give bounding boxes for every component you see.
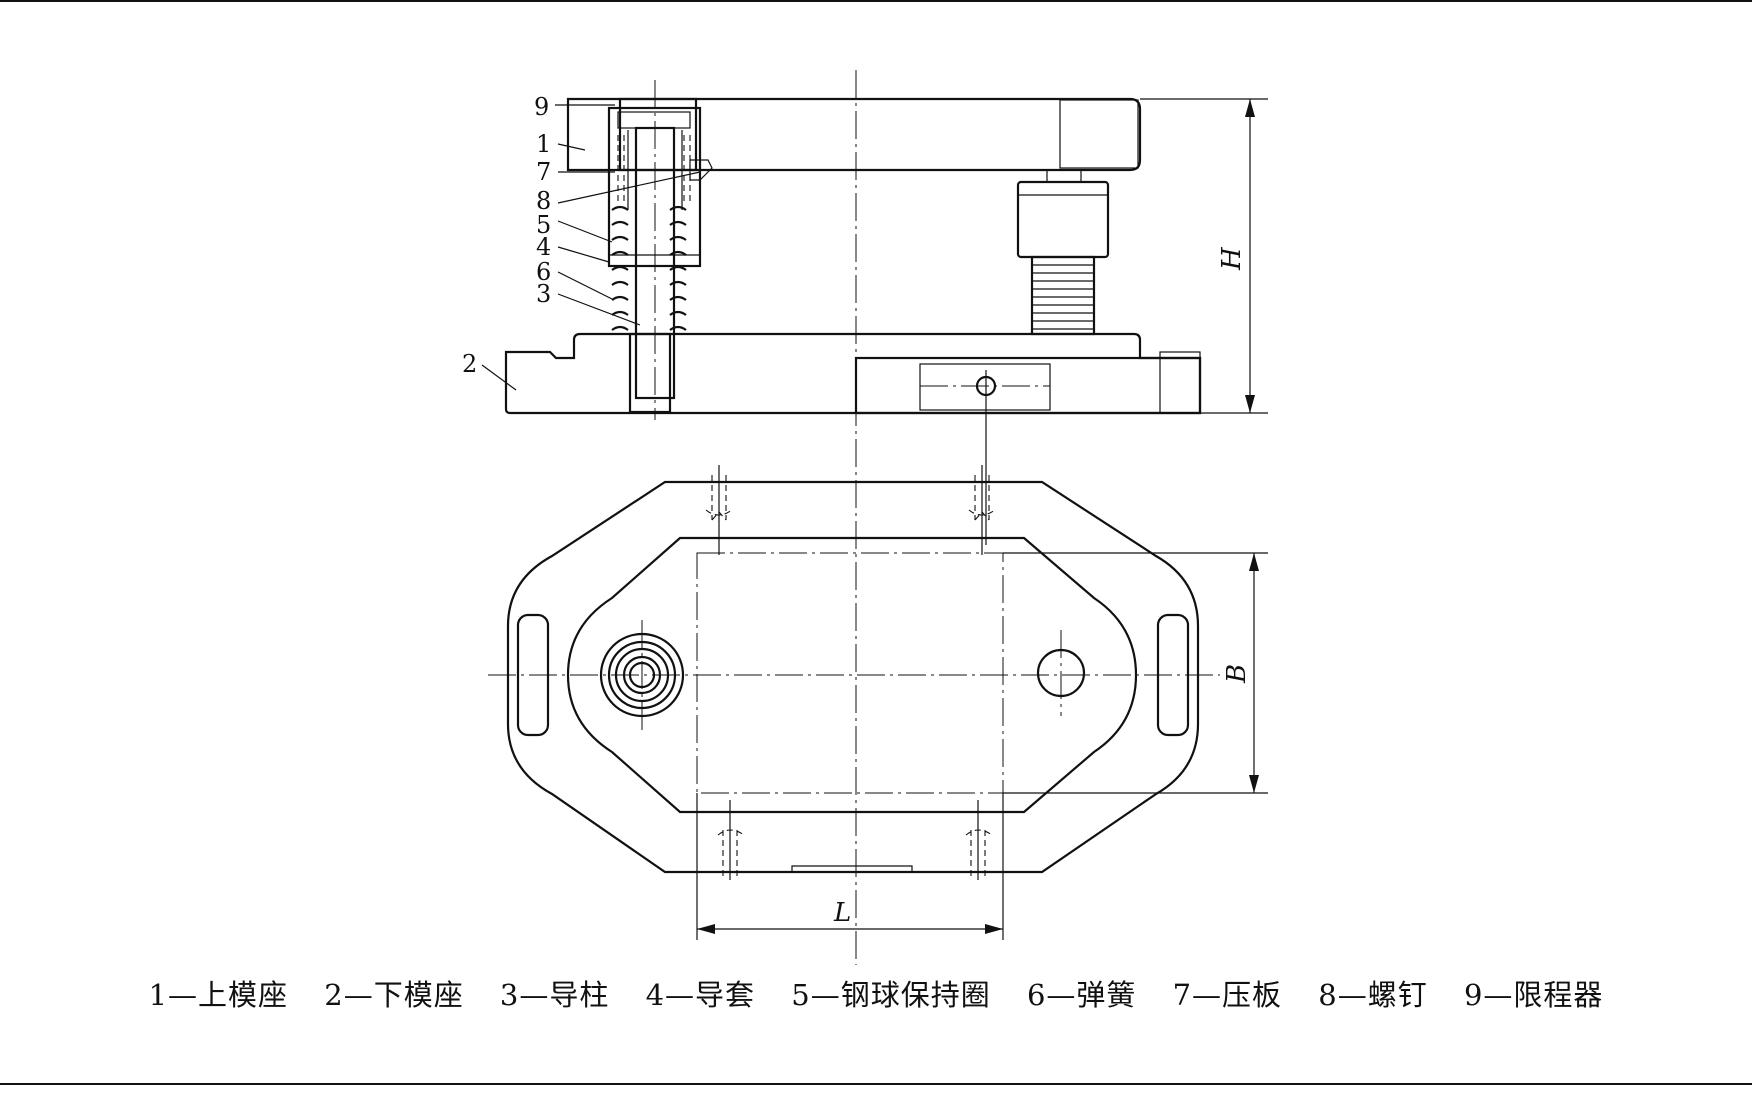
dimension-b-label: B	[1222, 664, 1252, 684]
lower-die-outline	[506, 480, 1200, 874]
part-label-7: 7	[536, 158, 551, 186]
upper-die-holder	[566, 97, 1142, 172]
legend-item-7: 7—压板	[1172, 978, 1283, 1012]
upper-die-outline	[566, 536, 1138, 814]
section-view: 9 1 7 8 5 4 6 3 2 H	[462, 70, 1268, 965]
spring-coils	[611, 135, 691, 331]
part-label-1: 1	[536, 130, 551, 158]
dimension-l-label: L	[833, 898, 851, 928]
screw-holes	[705, 465, 996, 880]
legend-item-2: 2—下模座	[324, 978, 464, 1012]
part-label-3: 3	[536, 280, 551, 308]
lower-die-holder	[504, 332, 1202, 415]
plan-view: B L	[488, 465, 1268, 940]
part-label-leaders	[481, 104, 701, 391]
legend-item-9: 9—限程器	[1463, 978, 1604, 1012]
height-dimension	[1140, 98, 1268, 414]
top-border-line	[0, 0, 1752, 2]
part-label-2: 2	[462, 350, 477, 378]
parts-legend: 1—上模座 2—下模座 3—导柱 4—导套 5—钢球保持圈 6—弹簧 7—压板 …	[0, 972, 1752, 1014]
part-label-8: 8	[536, 187, 551, 215]
legend-item-6: 6—弹簧	[1026, 978, 1137, 1012]
part-label-6: 6	[536, 258, 551, 286]
length-dimension	[696, 793, 1004, 940]
limiter	[1016, 169, 1110, 336]
legend-item-1: 1—上模座	[148, 978, 289, 1012]
legend-item-8: 8—螺钉	[1318, 978, 1428, 1012]
legend-item-4: 4—导套	[645, 978, 756, 1012]
bottom-border-line	[0, 1083, 1752, 1085]
part-label-4: 4	[536, 233, 551, 261]
legend-item-3: 3—导柱	[499, 978, 610, 1012]
part-label-9: 9	[534, 93, 549, 121]
part-label-5: 5	[536, 211, 551, 239]
working-area	[696, 552, 1004, 794]
legend-item-5: 5—钢球保持圈	[791, 978, 991, 1012]
width-dimension	[1003, 552, 1268, 794]
dimension-h-label: H	[1217, 246, 1247, 271]
